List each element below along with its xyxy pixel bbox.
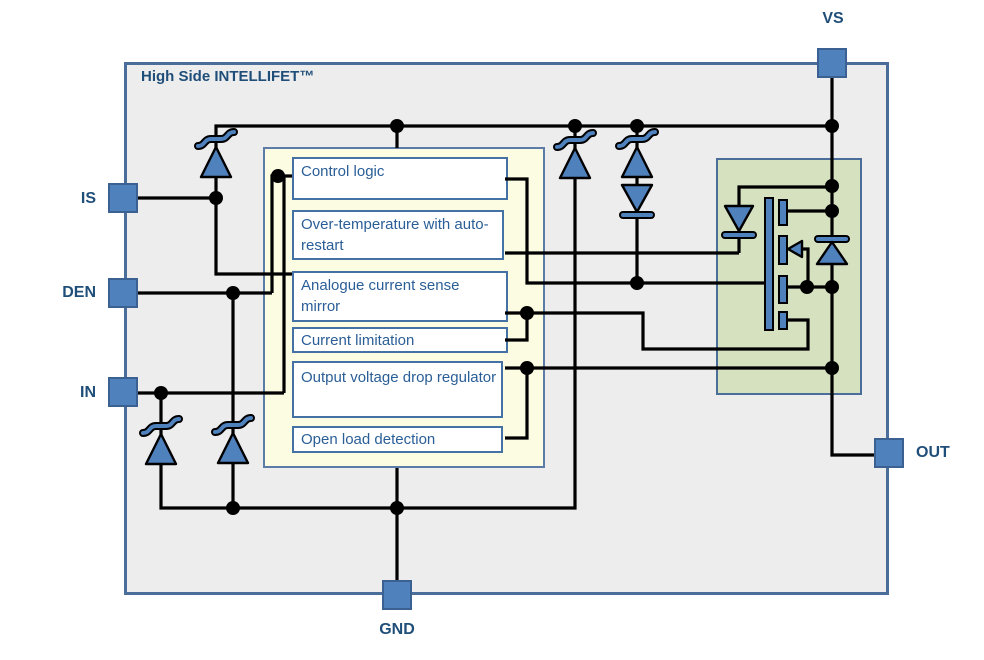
block-current-limitation: Current limitation	[292, 327, 508, 353]
pin-label-is: IS	[80, 190, 96, 207]
pin-label-gnd: GND	[379, 621, 415, 638]
power-stage-area	[716, 158, 862, 395]
block-current-sense-mirror: Analogue current sense mirror	[292, 271, 508, 322]
block-open-load-detection: Open load detection	[292, 426, 503, 453]
pin-label-vs: VS	[822, 10, 844, 27]
pin-out	[874, 438, 904, 468]
pin-is	[108, 183, 138, 213]
block-output-voltage-drop-regulator: Output voltage drop regulator	[292, 361, 503, 418]
pin-den	[108, 278, 138, 308]
block-control-logic: Control logic	[292, 157, 508, 200]
diagram-title: High Side INTELLIFET™	[141, 68, 315, 85]
pin-in	[108, 377, 138, 407]
pin-label-den: DEN	[62, 284, 96, 301]
pin-gnd	[382, 580, 412, 610]
pin-vs	[817, 48, 847, 78]
pin-label-out: OUT	[916, 444, 950, 461]
block-over-temperature: Over-temperature with auto-restart	[292, 210, 504, 260]
pin-label-in: IN	[80, 384, 96, 401]
